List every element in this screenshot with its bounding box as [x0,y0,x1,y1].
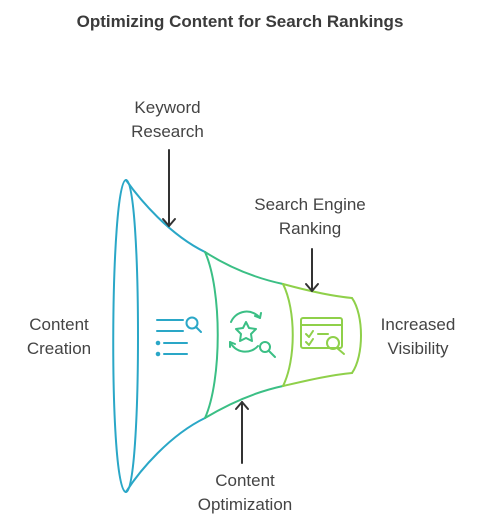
browser-search-icon [300,317,345,355]
arrow-content-optimization [235,401,249,464]
funnel-top-segment-2 [204,251,284,285]
star-search-icon [229,310,276,358]
funnel-end-cap [351,297,362,374]
funnel-top-segment-1 [125,179,206,253]
list-search-icon [155,316,202,357]
funnel-top-segment-3 [282,283,353,299]
funnel-bottom-segment-1 [125,417,206,493]
arrow-keyword-research [162,149,176,227]
diagram-title: Optimizing Content for Search Rankings [76,12,404,31]
funnel-divider-1 [204,251,219,419]
funnel-mouth [112,178,139,494]
funnel-bottom-segment-2 [204,385,284,419]
funnel-outline [112,178,362,494]
arrow-search-engine-ranking [305,248,319,292]
funnel-bottom-segment-3 [282,372,353,387]
funnel-divider-2 [282,283,294,387]
arrows [162,149,319,464]
